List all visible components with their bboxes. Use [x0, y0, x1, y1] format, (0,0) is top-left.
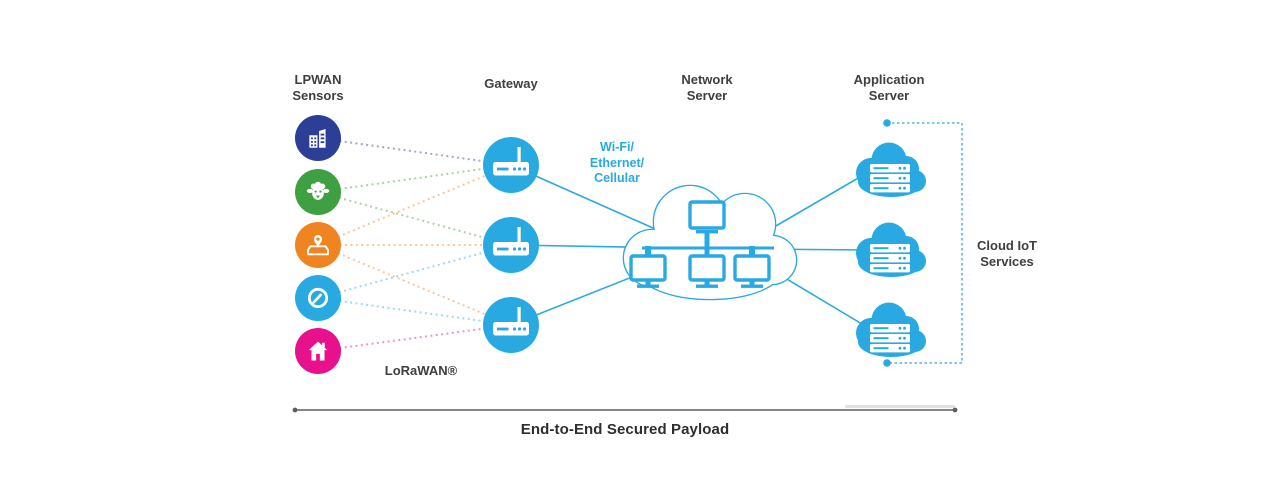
cloud-server-icon [856, 302, 926, 357]
sensor-smart-home [295, 328, 341, 374]
bracket-top-dot [883, 119, 891, 127]
sensor-asset-tracking [295, 222, 341, 268]
gauge-icon [305, 285, 331, 311]
network-server-label: Network Server [681, 72, 733, 104]
monitor-icon [688, 254, 726, 282]
lpwan-sensors-label: LPWAN Sensors [292, 72, 344, 104]
sensor-meter [295, 275, 341, 321]
wifi-ethernet-cellular-label: Wi-Fi/ Ethernet/ Cellular [589, 140, 645, 186]
router-icon [483, 137, 539, 193]
gateway-3 [483, 297, 539, 353]
router-icon [483, 217, 539, 273]
buildings-icon [305, 125, 331, 151]
sensor-livestock [295, 169, 341, 215]
network-server-cloud [622, 184, 798, 301]
application-server-2 [841, 217, 937, 283]
sheep-icon [305, 179, 331, 205]
house-icon [305, 338, 331, 364]
cloud-iot-services-label: Cloud IoT Services [977, 238, 1037, 270]
gateway-label: Gateway [484, 76, 538, 91]
fine-print-watermark [845, 405, 955, 408]
router-icon [483, 297, 539, 353]
gateway-1 [483, 137, 539, 193]
monitor-icon [733, 254, 771, 282]
monitor-icon [688, 200, 726, 230]
network-monitors [629, 200, 774, 288]
package-pin-icon [305, 232, 331, 258]
cloud-server-icon [856, 142, 926, 197]
cloud-server-icon [856, 222, 926, 277]
application-server-3 [841, 297, 937, 363]
monitor-icon [629, 254, 667, 282]
application-server-1 [841, 137, 937, 203]
gateway-2 [483, 217, 539, 273]
application-server-label: Application Server [853, 72, 925, 104]
lorawan-label: LoRaWAN® [384, 363, 458, 378]
end-to-end-secured-payload-label: End-to-End Secured Payload [520, 421, 730, 438]
secured-payload-line [292, 407, 958, 413]
sensor-buildings [295, 115, 341, 161]
